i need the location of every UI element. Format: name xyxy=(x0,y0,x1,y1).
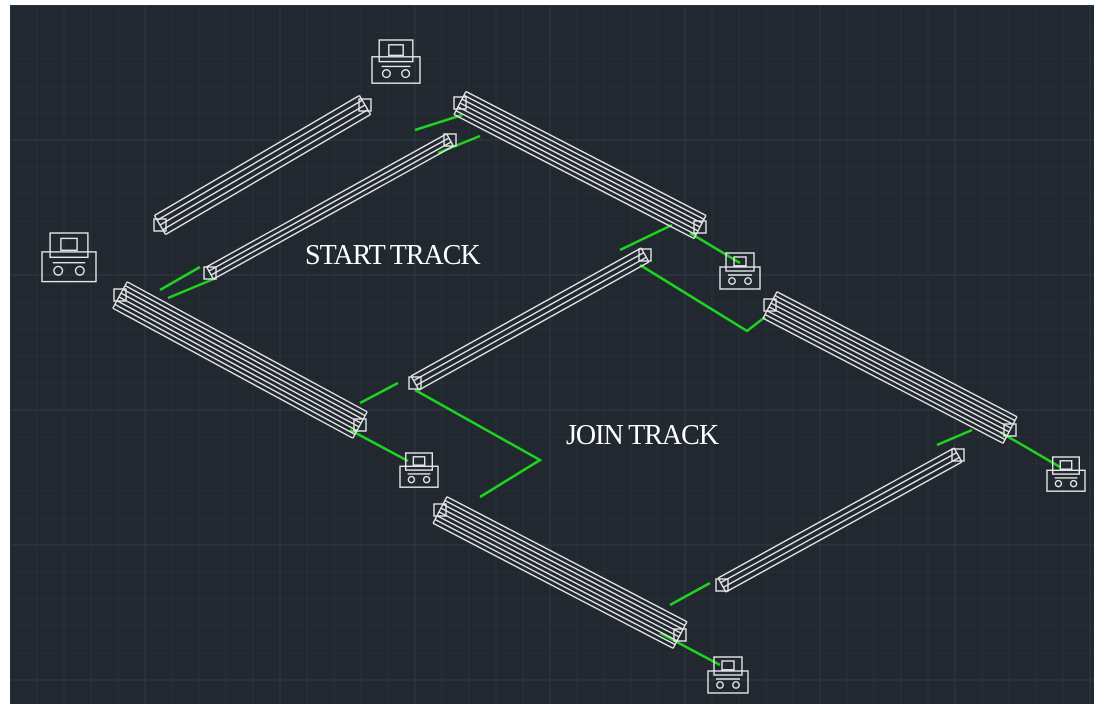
wire-start-rail-left-b xyxy=(167,276,217,300)
start-track-label: START TRACK xyxy=(305,240,481,271)
wire-center-to-right-rail xyxy=(639,263,766,333)
connector-left xyxy=(41,232,97,283)
connector-center-left xyxy=(399,452,439,488)
cad-viewport[interactable]: START TRACK JOIN TRACK xyxy=(10,5,1094,704)
track-assembly-drawing xyxy=(10,5,1094,704)
connector-center-right xyxy=(719,252,761,290)
wire-top-rail-to-connector xyxy=(689,231,741,265)
wire-bottom-rail-to-connector xyxy=(659,631,721,667)
wire-bottom-rail-to-join-rail xyxy=(669,581,711,607)
wire-left-rail-to-center xyxy=(359,381,399,405)
wire-start-rail-top-a xyxy=(414,113,463,132)
rail-join-cross xyxy=(715,447,965,593)
connector-far-right xyxy=(1046,456,1086,492)
join-track-label: JOIN TRACK xyxy=(566,420,719,451)
track-rails xyxy=(112,90,1018,649)
wire-start-rail-left-a xyxy=(159,265,201,292)
track-connectors xyxy=(41,39,1086,694)
connection-wires xyxy=(159,113,1061,667)
connector-top xyxy=(371,39,421,84)
wire-center-rail-top xyxy=(619,223,673,252)
wire-center-to-bottom-rail xyxy=(414,388,543,499)
rail-start-left xyxy=(112,281,368,439)
connector-bottom xyxy=(707,656,749,694)
rail-bottom xyxy=(432,496,688,649)
rail-center-cross xyxy=(408,247,652,391)
rail-start-cross xyxy=(203,133,457,280)
rail-loose xyxy=(153,94,372,236)
wire-right-to-join-rail xyxy=(936,428,973,447)
rail-start-top xyxy=(453,90,707,240)
wire-left-rail-to-connector xyxy=(349,428,409,463)
background-grid xyxy=(10,5,1094,704)
wire-right-rail-to-connector xyxy=(999,430,1061,469)
rail-right xyxy=(762,291,1018,444)
